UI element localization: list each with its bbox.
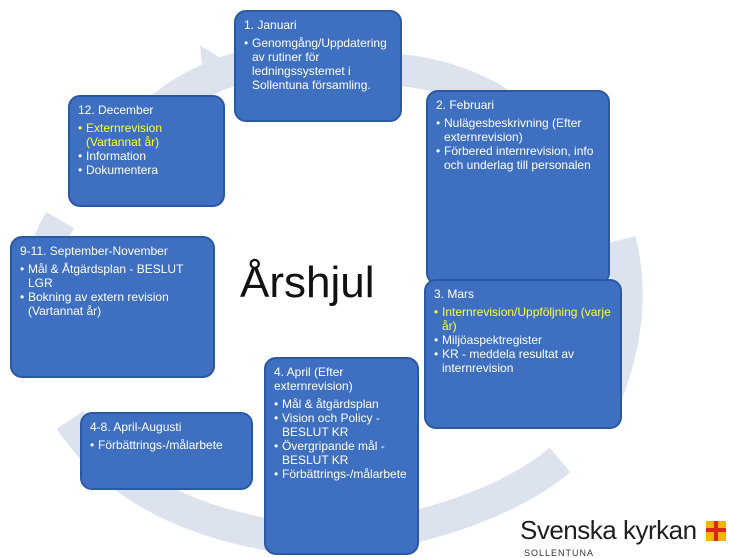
box-title: 2. Februari	[436, 98, 495, 112]
list-item: Genomgång/Uppdatering av rutiner för led…	[244, 36, 392, 92]
box-title: 1. Januari	[244, 18, 297, 32]
box-september-november: 9-11. September-November Mål & Åtgärdspl…	[10, 236, 215, 378]
list-item: Externrevision (Vartannat år)	[78, 121, 215, 149]
list-item: Mål & Åtgärdsplan - BESLUT LGR	[20, 262, 205, 290]
box-april: 4. April (Efter externrevision) Mål & åt…	[264, 357, 419, 555]
list-item: Mål & åtgärdsplan	[274, 397, 409, 411]
box-title: 9-11. September-November	[20, 244, 168, 258]
list-item: Information	[78, 149, 215, 163]
box-april-augusti: 4-8. April-Augusti Förbättrings-/målarbe…	[80, 412, 253, 490]
box-title: 12. December	[78, 103, 154, 117]
list-item: KR - meddela resultat av internrevision	[434, 347, 612, 375]
diagram-title: Årshjul	[240, 258, 375, 307]
list-item: Dokumentera	[78, 163, 215, 177]
box-februari: 2. Februari Nulägesbeskrivning (Efter ex…	[426, 90, 610, 285]
box-december: 12. December Externrevision (Vartannat å…	[68, 95, 225, 207]
box-title: 4. April (Efter externrevision)	[274, 365, 353, 393]
box-title: 3. Mars	[434, 287, 475, 301]
list-item: Nulägesbeskrivning (Efter externrevision…	[436, 116, 600, 144]
box-mars: 3. Mars Internrevision/Uppföljning (varj…	[424, 279, 622, 429]
list-item: Förbättrings-/målarbete	[274, 467, 409, 481]
arrow-head-top	[200, 45, 240, 95]
list-item: Miljöaspektregister	[434, 333, 612, 347]
logo-subtitle: SOLLENTUNA	[524, 548, 595, 558]
logo-text: Svenska kyrkan	[520, 515, 697, 545]
list-item: Bokning av extern revision (Vartannat år…	[20, 290, 205, 318]
box-januari: 1. Januari Genomgång/Uppdatering av ruti…	[234, 10, 402, 122]
list-item: Förbered internrevision, info och underl…	[436, 144, 600, 172]
church-cross-icon	[706, 521, 726, 541]
svenska-kyrkan-logo: Svenska kyrkan SOLLENTUNA	[520, 515, 729, 558]
list-item: Övergripande mål - BESLUT KR	[274, 439, 409, 467]
list-item: Internrevision/Uppföljning (varje år)	[434, 305, 612, 333]
box-title: 4-8. April-Augusti	[90, 420, 182, 434]
list-item: Vision och Policy - BESLUT KR	[274, 411, 409, 439]
list-item: Förbättrings-/målarbete	[90, 438, 243, 452]
